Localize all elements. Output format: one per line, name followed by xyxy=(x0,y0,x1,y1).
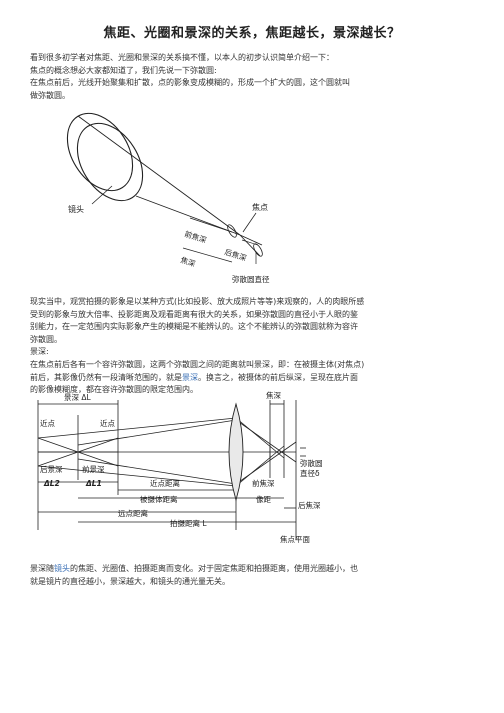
intro-line: 焦点的概念想必大家都知道了，我们先说一下弥散圆: xyxy=(30,65,217,75)
dof-link[interactable]: 景深 xyxy=(182,372,198,382)
text-line: 现实当中，观赏拍摄的影象是以某种方式(比如投影、放大成照片等等)来观察的，人的肉… xyxy=(30,297,365,306)
intro-line: 做弥散圆。 xyxy=(30,90,70,100)
focus-depth-label-2: 焦深 xyxy=(266,390,281,400)
coc-label-line1: 弥散圆 xyxy=(300,458,323,468)
rear-focus-label-2: 后焦深 xyxy=(298,500,321,510)
coc-label: 弥散圆直径 xyxy=(232,274,270,284)
front-focus-label-2: 前焦深 xyxy=(252,478,275,488)
lens-label: 镜头 xyxy=(68,204,84,214)
shooting-distance-label: 拍摄距离 L xyxy=(170,518,207,528)
near-point-label: 近点 xyxy=(40,418,55,428)
intro-line: 看到很多初学者对焦距、光圈和景深的关系搞不懂，以本人的初步认识简单介绍一下： xyxy=(30,53,334,62)
text-line: 弥散圆。 xyxy=(30,334,62,344)
dof-diagram: 景深 ΔL 焦深 近点 近点 后景深 ΔL2 前景深 ΔL1 近点距离 前焦深 … xyxy=(37,390,323,544)
focal-plane-label: 焦点平面 xyxy=(280,534,310,544)
text-line: 就是镜片的直径越小，景深越大，和镜头的通光量无关。 xyxy=(30,576,230,586)
dof-label: 景深 ΔL xyxy=(64,393,92,402)
coc-label-line2: 直径δ xyxy=(300,468,320,478)
focus-depth-label: 焦深 xyxy=(179,254,197,268)
text-line: 的影像模糊度，都在容许弥散圆的限定范围内。 xyxy=(30,385,198,395)
text-line: 别能力，在一定范围内实际影象产生的模糊是不能辨认的。这个不能辨认的弥散圆就称为容… xyxy=(30,322,358,332)
lens-front-ellipse xyxy=(66,112,134,192)
near-distance-label: 近点距离 xyxy=(150,478,180,488)
focus-label: 焦点 xyxy=(252,202,268,212)
page-title: 焦距、光圈和景深的关系，焦距越长，景深越长？ xyxy=(103,26,401,41)
rear-dof-symbol: ΔL2 xyxy=(43,479,60,488)
far-point-label: 近点 xyxy=(100,418,115,428)
far-distance-label: 远点距离 xyxy=(118,508,148,518)
text-line: 景深: xyxy=(30,347,49,357)
text-line: 受到的影象与放大倍率、投影距离及观看距离有很大的关系，如果弥散圆的直径小于人眼的… xyxy=(30,309,358,319)
front-dof-label: 前景深 xyxy=(82,464,105,474)
coc-diagram: 镜头 焦点 前焦深 后焦深 焦深 弥散圆直径 xyxy=(66,112,270,284)
lens-shape xyxy=(228,402,244,502)
text-line: 前后，其影像仍然有一段清晰范围的，就是景深。换言之，被摄体的前后纵深，呈现在底片… xyxy=(30,372,358,382)
conclusion-paragraph: 景深随镜头的焦距、光圈值、拍摄距离而变化。对于固定焦距和拍摄距离，使用光圈越小，… xyxy=(30,563,475,588)
image-distance-label: 像距 xyxy=(256,494,271,504)
lens-link[interactable]: 镜头 xyxy=(54,564,70,573)
lens-back-ellipse xyxy=(76,122,144,202)
intro-paragraph: 看到很多初学者对焦距、光圈和景深的关系搞不懂，以本人的初步认识简单介绍一下： 焦… xyxy=(30,52,475,102)
body-paragraph: 现实当中，观赏拍摄的影象是以某种方式(比如投影、放大成照片等等)来观察的，人的肉… xyxy=(30,296,475,397)
text-line: 在焦点前后各有一个容许弥散圆，这两个弥散圆之间的距离就叫景深，即：在被摄主体(对… xyxy=(30,359,365,369)
text-line: 景深随镜头的焦距、光圈值、拍摄距离而变化。对于固定焦距和拍摄距离，使用光圈越小，… xyxy=(30,564,358,573)
rear-dof-label: 后景深 xyxy=(40,464,63,474)
front-focus-label: 前焦深 xyxy=(183,228,208,245)
intro-line: 在焦点前后，光线开始聚集和扩散，点的影象变成模糊的，形成一个扩大的圆，这个圆就叫 xyxy=(30,78,350,88)
subject-distance-label: 被摄体距离 xyxy=(140,494,178,504)
front-dof-symbol: ΔL1 xyxy=(85,479,102,488)
